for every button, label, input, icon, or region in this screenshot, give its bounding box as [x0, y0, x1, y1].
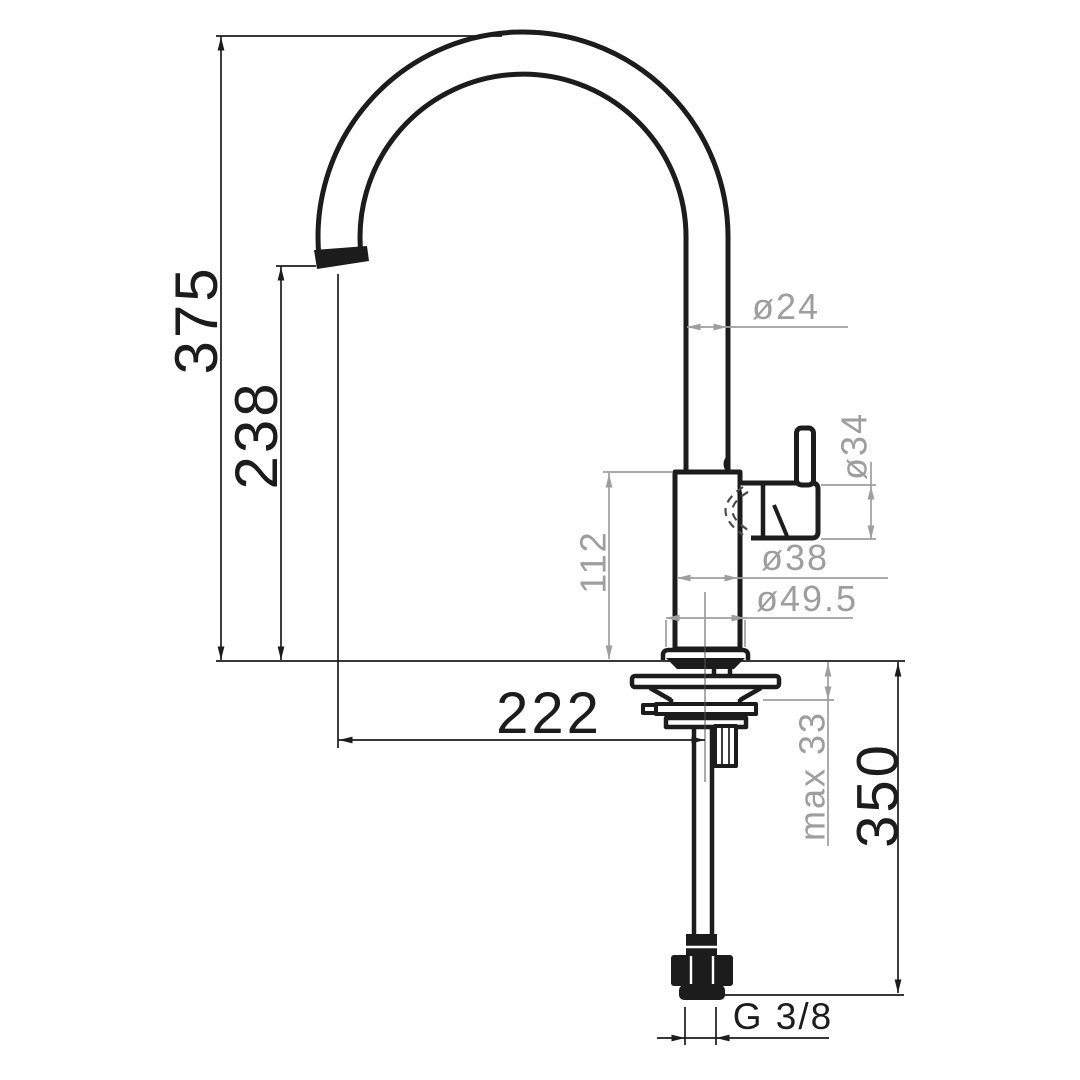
handle-pivot-line [772, 504, 789, 537]
dim-hose-length: 350 [717, 662, 910, 996]
fitting-nut [671, 955, 733, 986]
washer-legs [648, 686, 763, 706]
hose-fitting [671, 934, 733, 1000]
hose-collar [686, 934, 717, 955]
supply-hose [691, 728, 715, 936]
dim-label-spout-reach: 222 [496, 681, 602, 746]
dim-handle-diameter: ø34 [821, 412, 876, 540]
spout-outer-curve [315, 29, 731, 472]
threaded-stud [713, 724, 738, 768]
clamp-screw-head [641, 703, 658, 715]
faucet-outline [216, 29, 905, 1000]
dim-tube-diameter: ø24 [687, 286, 848, 331]
pipe-joint-mark [723, 457, 731, 471]
dim-thread-size: G 3/8 [657, 996, 834, 1045]
threaded-stud-lines [721, 727, 730, 765]
dim-o38-arrows [677, 574, 738, 582]
dim-label-body-diameter: ø38 [761, 537, 829, 578]
dim-o34-arrows [867, 486, 875, 539]
dim-label-total-height: 375 [163, 265, 230, 374]
dim-label-thread-size: G 3/8 [733, 996, 834, 1037]
hidden-cartridge-curve-outer [724, 486, 744, 536]
dim-label-tube-diameter: ø24 [752, 286, 820, 327]
dim-base-diameter: ø49.5 [665, 578, 858, 647]
dim-body-diameter: ø38 [677, 537, 888, 582]
dim-o24-arrows [687, 323, 727, 331]
dim-deck-thickness: max 33 [763, 662, 834, 846]
dim-spout-reach: 222 [337, 274, 705, 748]
dim-label-outlet-height: 238 [223, 380, 290, 489]
dim-label-hose-length: 350 [845, 742, 910, 848]
dim-o34-extensions [821, 484, 876, 540]
dim-label-base-diameter: ø49.5 [756, 578, 858, 619]
fixing-nut [663, 715, 749, 730]
hidden-cartridge-curve-inner [731, 491, 749, 531]
dim-total-height: 375 [163, 35, 502, 660]
dim-outlet-height: 238 [223, 265, 316, 660]
dim-label-handle-diameter: ø34 [834, 412, 875, 480]
fitting-cap [679, 985, 725, 1000]
handle-housing [740, 480, 821, 541]
fitting-nut-facets [689, 956, 715, 984]
spout-outlet-tip [314, 246, 369, 269]
dim-g38-extensions [684, 1007, 717, 1045]
dim-g38-arrows [671, 1034, 730, 1042]
dim-max33-arrows [824, 663, 832, 700]
dim-body-height: 112 [573, 471, 672, 659]
handle-lever [794, 425, 816, 488]
dim-label-body-height: 112 [573, 530, 614, 593]
dim-o49-extensions [665, 620, 746, 647]
clamp-bracket [654, 702, 758, 716]
dim-label-deck-thickness: max 33 [792, 711, 833, 841]
spout-inner-curve [357, 71, 689, 472]
